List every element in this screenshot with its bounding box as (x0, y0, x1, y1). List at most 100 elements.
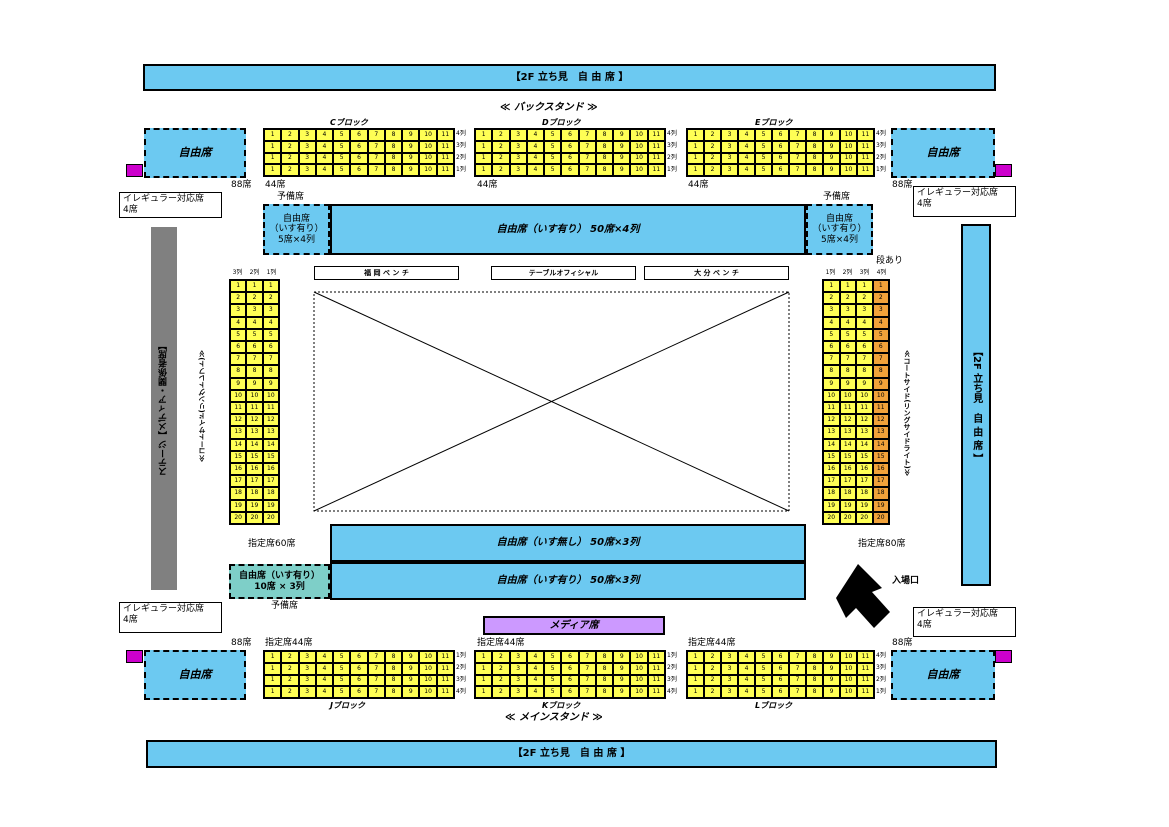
seat: 2 (281, 164, 299, 176)
seat: 5 (755, 662, 772, 675)
seat: 7 (578, 152, 596, 165)
seat: 4 (738, 152, 755, 165)
seat: 20 (823, 511, 840, 524)
row-label: 4列 (456, 129, 466, 137)
row-label: 4列 (667, 688, 677, 696)
seat: 8 (384, 686, 403, 698)
row-label: 2列 (667, 663, 677, 671)
seat: 17 (230, 475, 247, 488)
seat: 11 (857, 164, 874, 176)
top-right-count: 88席 (892, 180, 913, 190)
seat: 4 (315, 651, 334, 663)
bottom-right-count: 88席 (892, 638, 913, 648)
seat: 6 (839, 340, 856, 354)
seat: 11 (857, 662, 874, 675)
seat: 9 (402, 140, 420, 153)
seat: 9 (872, 377, 889, 390)
seat: 8 (806, 129, 823, 141)
reserve-seat-label-bottom: 予備席 (271, 601, 299, 611)
seat: 1 (856, 280, 873, 293)
seat: 7 (789, 164, 806, 176)
row-label: 4列 (456, 688, 466, 696)
seat: 4 (315, 164, 334, 176)
seat: 11 (647, 651, 665, 663)
seat: 1 (687, 140, 704, 153)
seat: 7 (578, 686, 596, 698)
seat: 1 (475, 674, 493, 687)
seat: 9 (402, 686, 420, 698)
fukuoka-bench: 福 岡 ベ ン チ (314, 266, 459, 280)
reserve-seat-label-tr: 予備席 (823, 192, 851, 202)
seat: 7 (578, 651, 596, 663)
top-left-count: 88席 (231, 180, 252, 190)
seat: 5 (755, 129, 772, 141)
entrance-label: 入場口 (892, 576, 920, 586)
seat: 7 (367, 152, 385, 165)
seat: 10 (630, 129, 648, 141)
seat: 9 (613, 152, 631, 165)
block-k-label: Kブロック (542, 701, 581, 710)
seat: 5 (755, 686, 772, 698)
seat: 7 (578, 140, 596, 153)
seat: 6 (350, 651, 368, 663)
seat: 4 (230, 316, 247, 329)
top-right-free-seat: 自由席 (891, 128, 995, 178)
seat: 5 (544, 152, 562, 165)
seat: 2 (492, 662, 510, 675)
seat: 12 (262, 414, 279, 427)
table-official: テーブルオフィシャル (491, 266, 636, 280)
seat: 9 (402, 164, 420, 176)
seat: 2 (704, 686, 721, 698)
seat: 1 (839, 280, 856, 293)
seat: 8 (823, 365, 840, 378)
seat: 12 (823, 414, 840, 427)
row-label: 3列 (876, 663, 886, 671)
seat: 6 (350, 674, 368, 687)
seat: 1 (475, 662, 493, 675)
seat: 18 (246, 487, 263, 500)
seat: 14 (246, 438, 263, 451)
seat: 3 (246, 304, 263, 317)
seat: 4 (262, 316, 279, 329)
seat: 5 (755, 651, 772, 663)
seat: 4 (526, 140, 545, 153)
seat: 14 (262, 438, 279, 451)
seat: 4 (315, 686, 334, 698)
block-d-count: 44席 (477, 180, 498, 190)
seat: 17 (839, 475, 856, 488)
seat: 11 (647, 662, 665, 675)
seat: 10 (840, 662, 857, 675)
free-chair-50x3: 自由席（いす有り） 50席×3列 (330, 562, 806, 600)
seat: 2 (872, 292, 889, 305)
seat: 16 (839, 462, 856, 476)
seat: 10 (630, 140, 648, 153)
seat: 5 (755, 140, 772, 153)
seat: 7 (823, 353, 840, 366)
seat: 1 (687, 164, 704, 176)
seat: 10 (630, 674, 648, 687)
seat: 3 (298, 662, 316, 675)
seat: 7 (367, 662, 385, 675)
row-label: 2列 (876, 154, 886, 162)
seat: 19 (230, 499, 247, 512)
seat: 5 (823, 328, 840, 341)
seat: 7 (262, 353, 279, 366)
seat: 9 (613, 164, 631, 176)
seat: 6 (350, 686, 368, 698)
seat: 4 (738, 140, 755, 153)
seat: 3 (509, 129, 527, 141)
seat: 5 (755, 164, 772, 176)
seat: 10 (419, 662, 437, 675)
seat: 12 (230, 414, 247, 427)
seat: 10 (419, 129, 437, 141)
seat: 10 (840, 140, 857, 153)
seat: 2 (492, 686, 510, 698)
seat: 9 (613, 129, 631, 141)
seat: 6 (772, 129, 789, 141)
